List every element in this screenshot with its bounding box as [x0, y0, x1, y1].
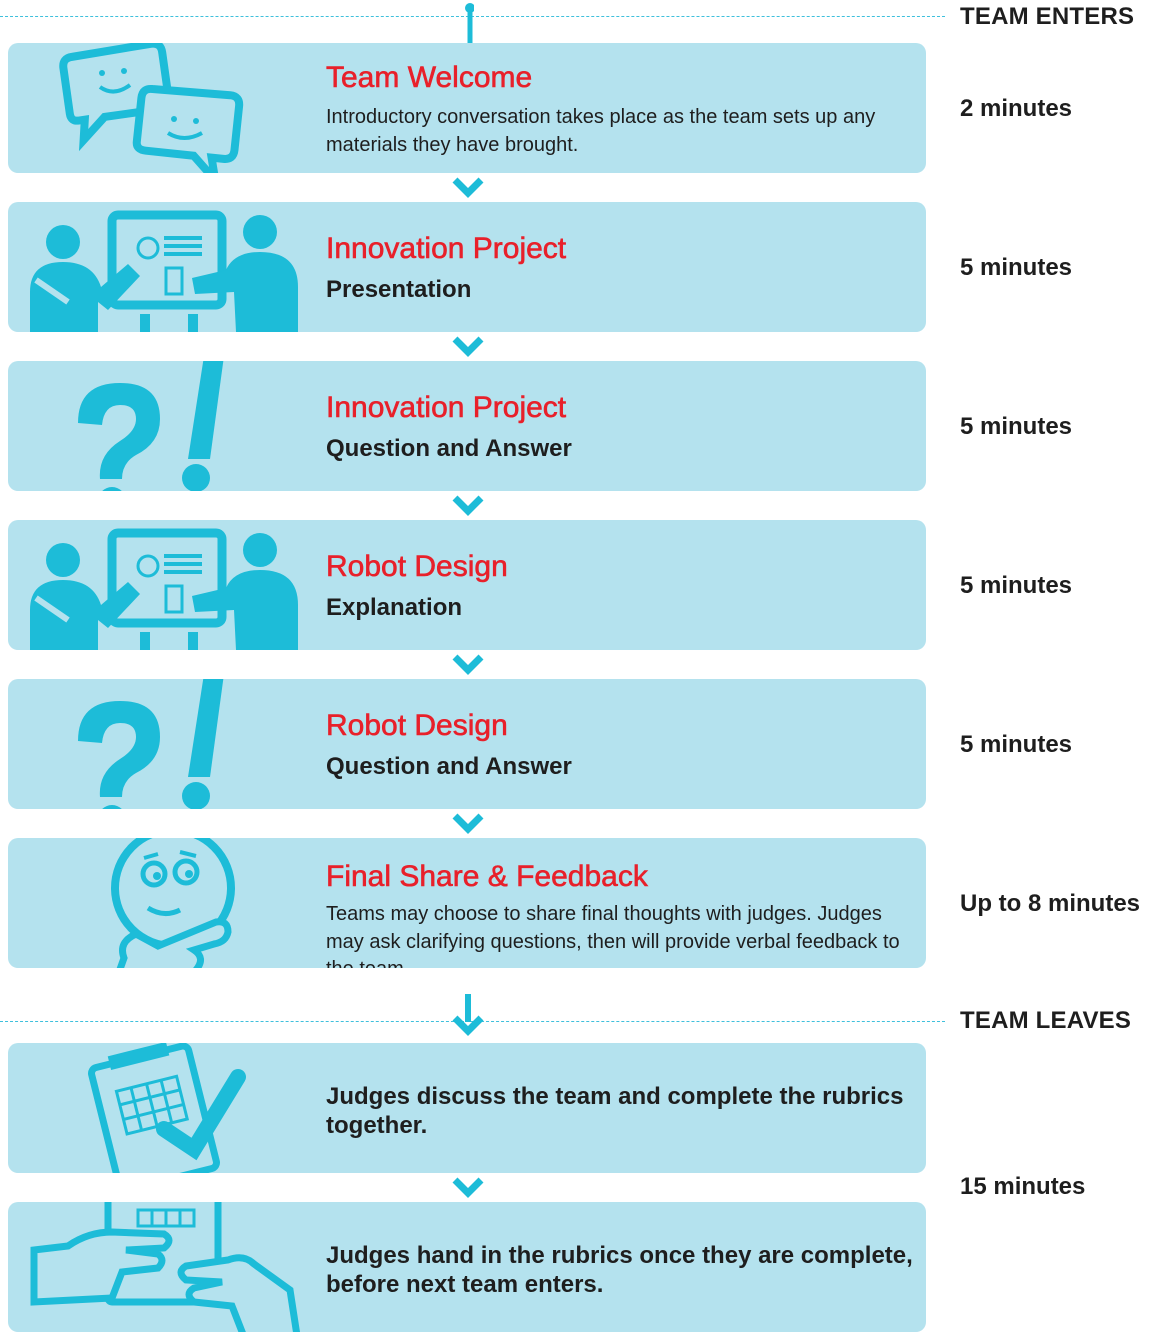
chevron-down-icon [452, 495, 484, 516]
step-title: Innovation Project [326, 391, 567, 425]
chevron-down-icon [452, 813, 484, 834]
team-leaves-label: TEAM LEAVES [960, 1007, 1132, 1034]
step-description: Teams may choose to share final thoughts… [326, 903, 900, 968]
team-leaves-divider [0, 1021, 945, 1022]
hand-in-rubric-icon [30, 1202, 301, 1332]
step-duration: 5 minutes [960, 254, 1073, 281]
step-duration: 5 minutes [960, 731, 1073, 758]
step-text: Judges hand in the rubrics once they are… [326, 1242, 913, 1298]
step-duration: Up to 8 minutes [960, 890, 1141, 917]
chevron-down-icon [452, 1177, 484, 1198]
chevron-down-icon [452, 994, 484, 1036]
presentation-board-icon [8, 520, 308, 650]
step-subtitle: Question and Answer [326, 435, 572, 462]
step-robot-explanation: Robot Design Explanation [8, 520, 926, 650]
step-robot-qa: Robot Design Question and Answer [8, 679, 926, 809]
thinking-face-icon [111, 838, 235, 968]
step-title: Final Share & Feedback [326, 860, 648, 894]
chevron-down-icon [452, 654, 484, 675]
step-duration: 2 minutes [960, 95, 1073, 122]
step-duration: 5 minutes [960, 413, 1073, 440]
step-subtitle: Presentation [326, 276, 472, 303]
step-title: Innovation Project [326, 232, 567, 266]
step-subtitle: Explanation [326, 594, 463, 621]
step-title: Team Welcome [326, 61, 533, 95]
step-team-welcome: Team Welcome Introductory conversation t… [8, 43, 926, 173]
question-exclamation-icon [78, 361, 224, 491]
step-judges-discuss: Judges discuss the team and complete the… [8, 1043, 926, 1173]
chevron-down-icon [452, 336, 484, 357]
step-judges-hand-in: Judges hand in the rubrics once they are… [8, 1202, 926, 1332]
step-duration: 5 minutes [960, 572, 1073, 599]
step-final-share: Final Share & Feedback Teams may choose … [8, 838, 926, 968]
question-exclamation-icon [78, 679, 224, 809]
chat-bubbles-icon [59, 43, 244, 173]
rubric-checkmark-icon [88, 1043, 246, 1173]
chevron-down-icon [452, 177, 484, 198]
team-enters-label: TEAM ENTERS [960, 3, 1135, 30]
step-title: Robot Design [326, 550, 508, 584]
step-innovation-qa: Innovation Project Question and Answer [8, 361, 926, 491]
step-text: Judges discuss the team and complete the… [326, 1083, 904, 1139]
start-connector [465, 3, 474, 44]
post-visit-duration: 15 minutes [960, 1173, 1086, 1200]
step-innovation-presentation: Innovation Project Presentation [8, 202, 926, 332]
presentation-board-icon [8, 202, 308, 332]
step-title: Robot Design [326, 709, 508, 743]
step-subtitle: Question and Answer [326, 753, 572, 780]
step-description: Introductory conversation takes place as… [326, 106, 876, 156]
